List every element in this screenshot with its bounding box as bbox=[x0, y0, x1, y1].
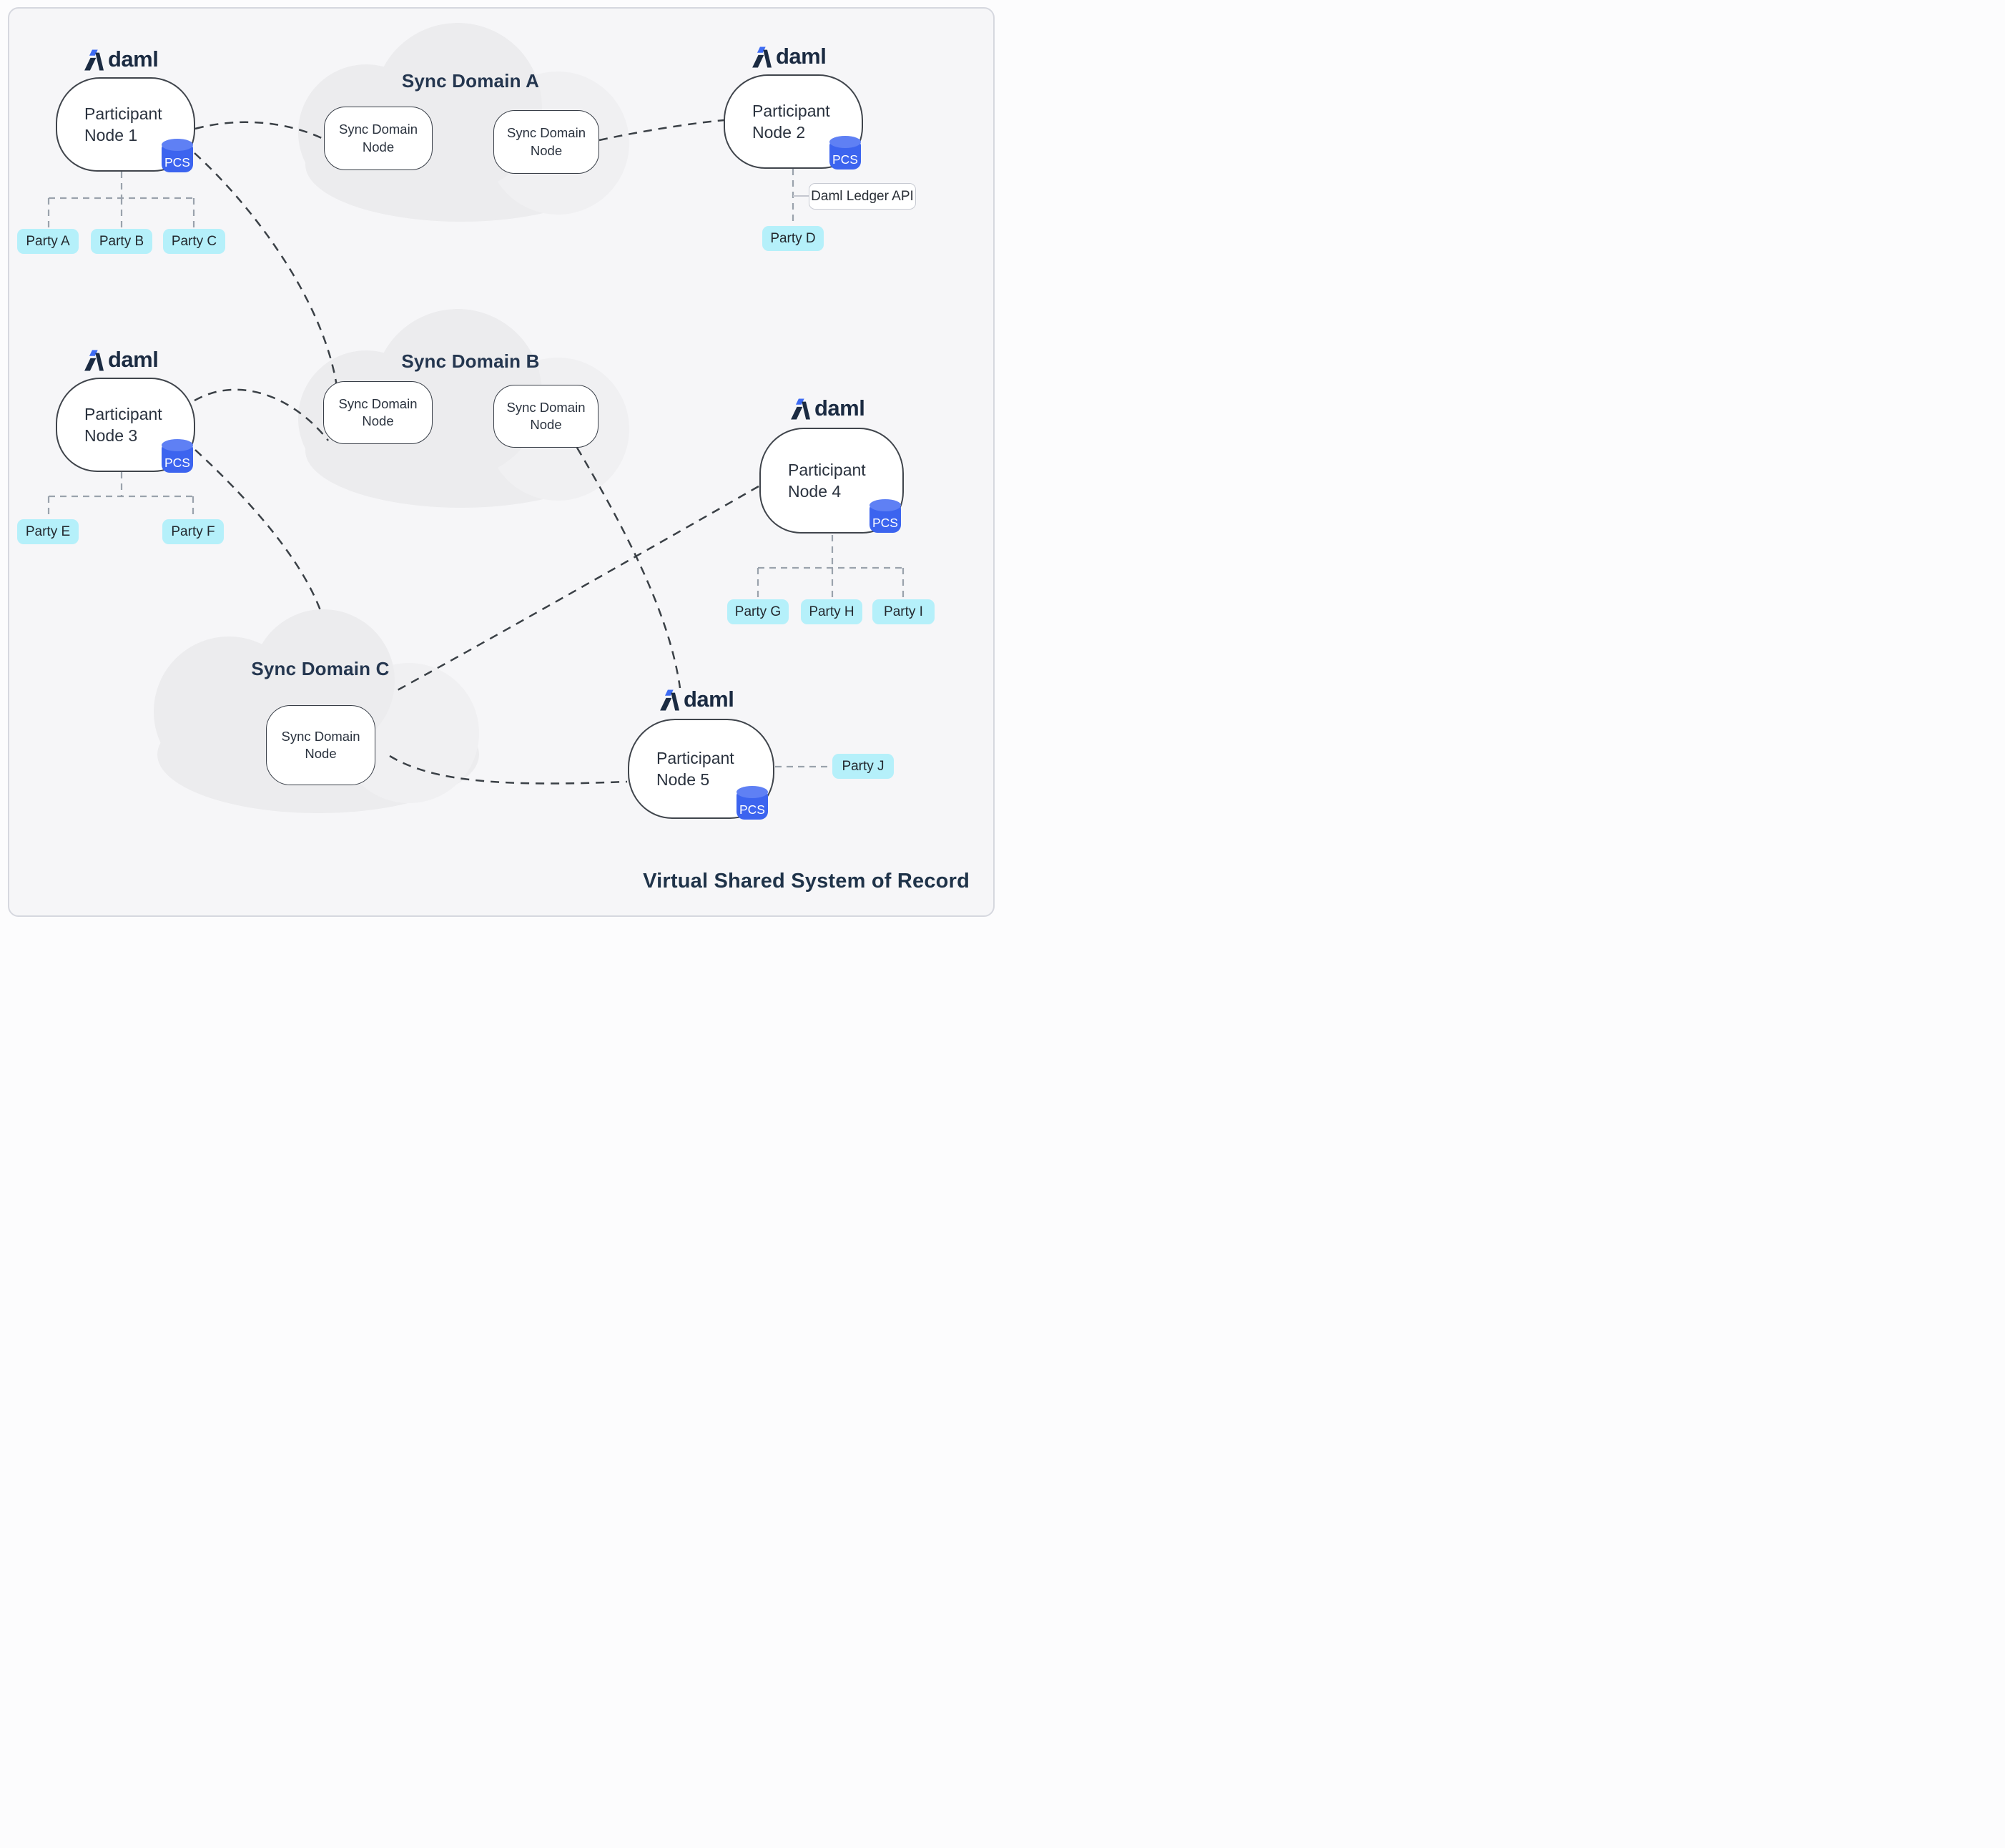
pcs-badge: PCS bbox=[829, 136, 861, 169]
participant-node-5: Participant Node 5 PCS bbox=[628, 719, 774, 820]
pcs-cylinder-top bbox=[870, 499, 901, 511]
daml-logo-node4: daml bbox=[791, 395, 877, 423]
participant-node-5-label: Participant Node 5 bbox=[656, 748, 734, 789]
pcs-badge: PCS bbox=[162, 439, 193, 473]
party-f: Party F bbox=[162, 519, 224, 544]
sync-domain-a-title: Sync Domain A bbox=[401, 70, 540, 92]
daml-wordmark: daml bbox=[108, 46, 159, 72]
sync-domain-b-title: Sync Domain B bbox=[401, 350, 540, 372]
daml-wordmark: daml bbox=[684, 687, 734, 712]
daml-lambda-icon bbox=[752, 46, 772, 68]
participant-node-3-label: Participant Node 3 bbox=[84, 404, 162, 445]
party-g: Party G bbox=[727, 599, 789, 624]
party-c: Party C bbox=[163, 229, 225, 254]
participant-node-2-label: Participant Node 2 bbox=[752, 101, 830, 142]
sync-domain-b-node-1: Sync Domain Node bbox=[323, 381, 433, 444]
party-b: Party B bbox=[91, 229, 152, 254]
participant-node-2: Participant Node 2 PCS bbox=[724, 74, 863, 169]
pcs-badge-label: PCS bbox=[164, 155, 190, 169]
sync-domain-a-node-1: Sync Domain Node bbox=[324, 107, 433, 170]
diagram-page: Sync Domain A Sync Domain B Sync Domain … bbox=[0, 0, 1002, 924]
pcs-badge: PCS bbox=[737, 786, 768, 820]
pcs-badge-label: PCS bbox=[164, 456, 190, 470]
daml-logo-node3: daml bbox=[84, 346, 170, 375]
daml-wordmark: daml bbox=[108, 347, 159, 372]
diagram-caption: Virtual Shared System of Record bbox=[643, 870, 970, 893]
daml-lambda-icon bbox=[791, 398, 810, 420]
daml-logo-node2: daml bbox=[752, 43, 838, 72]
party-a: Party A bbox=[17, 229, 79, 254]
pcs-badge: PCS bbox=[162, 139, 193, 172]
sync-domain-a-node-2: Sync Domain Node bbox=[493, 110, 599, 174]
daml-logo-node5: daml bbox=[660, 686, 746, 714]
pcs-badge-label: PCS bbox=[872, 516, 898, 530]
sync-domain-c-node-1: Sync Domain Node bbox=[266, 705, 375, 785]
participant-node-1: Participant Node 1 PCS bbox=[56, 77, 195, 172]
pcs-cylinder-top bbox=[162, 139, 193, 151]
daml-wordmark: daml bbox=[776, 44, 827, 69]
sync-domain-c-title: Sync Domain C bbox=[251, 658, 390, 679]
pcs-badge-label: PCS bbox=[832, 152, 858, 167]
pcs-badge: PCS bbox=[870, 499, 901, 533]
daml-logo-node1: daml bbox=[84, 46, 170, 74]
party-d: Party D bbox=[762, 226, 824, 251]
daml-lambda-icon bbox=[84, 350, 104, 371]
participant-node-4-label: Participant Node 4 bbox=[788, 460, 866, 501]
participant-node-4: Participant Node 4 PCS bbox=[759, 428, 904, 534]
pcs-badge-label: PCS bbox=[739, 802, 765, 817]
participant-node-1-label: Participant Node 1 bbox=[84, 104, 162, 144]
daml-lambda-icon bbox=[84, 49, 104, 71]
party-e: Party E bbox=[17, 519, 79, 544]
participant-node-3: Participant Node 3 PCS bbox=[56, 378, 195, 473]
party-h: Party H bbox=[801, 599, 862, 624]
party-i: Party I bbox=[872, 599, 935, 624]
daml-wordmark: daml bbox=[814, 395, 865, 421]
pcs-cylinder-top bbox=[162, 439, 193, 451]
sync-domain-b-node-2: Sync Domain Node bbox=[493, 385, 598, 448]
pcs-cylinder-top bbox=[829, 136, 861, 148]
pcs-cylinder-top bbox=[737, 786, 768, 798]
daml-ledger-api-label: Daml Ledger API bbox=[809, 183, 916, 210]
party-j: Party J bbox=[832, 754, 894, 779]
daml-lambda-icon bbox=[660, 689, 679, 711]
